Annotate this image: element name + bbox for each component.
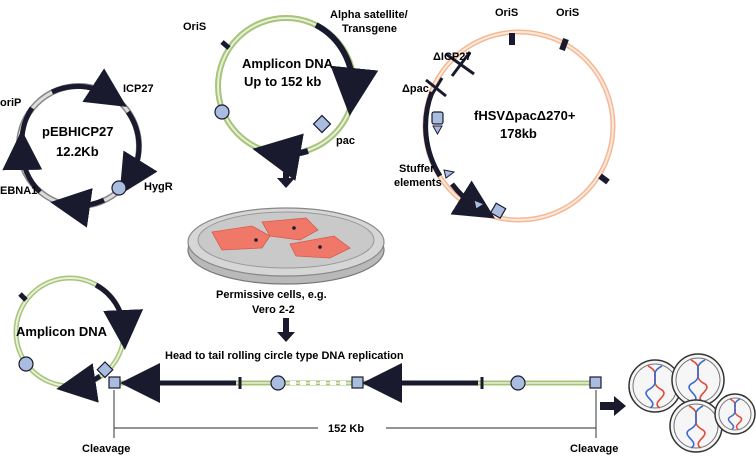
pebhicp27-plasmid: pEBHICP27 12.2Kb ICP27 oriP HygR EBNA1 [0,68,173,228]
transgene-arc [314,22,379,116]
cells-label-line1: Permissive cells, e.g. [216,289,327,301]
helper-pac-marker [489,202,507,220]
dpac-label: Δpac [402,83,429,95]
amplicon-title: Amplicon DNA [242,56,334,71]
stuffer-label-line1: Stuffer [399,163,435,175]
hygr-promoter-marker [111,180,127,196]
helper-promoter-marker [431,111,444,125]
helper-promoter-tip [432,125,443,136]
replication-circle: Amplicon DNA [13,275,144,403]
cell-2-nucleus [292,226,296,230]
down-arrow-to-replication [277,318,295,342]
virion-particles [628,353,756,453]
cell-2 [261,217,319,241]
helper-oris-2-marker [559,37,569,52]
arrow-to-virions [600,396,626,416]
transgene-label-line1: Alpha satellite/ [330,9,408,21]
replication-promoter-marker [18,356,34,372]
down-arrow-to-cells [277,163,295,188]
cell-1-nucleus [254,238,258,242]
amplicon-plasmid: OriS Alpha satellite/ Transgene Amplicon… [183,9,408,181]
amplicon-lower-arc [252,133,309,181]
orip-arc [19,106,35,139]
helper-name: fHSVΔpacΔ270+ [474,108,576,123]
concatemer [108,363,602,403]
length-bracket: 152 Kb Cleavage Cleavage [82,390,618,455]
icp27-label: ICP27 [123,83,154,95]
replication-circle-label: Amplicon DNA [16,324,108,339]
cleavage-site-right [589,376,602,389]
cell-1 [211,225,271,251]
helper-oris-1-label: OriS [495,7,518,19]
amplicon-pac-marker [312,114,332,134]
cleavage-right-label: Cleavage [570,443,618,455]
pebhicp27-name: pEBHICP27 [42,124,114,139]
virion-2 [671,353,725,407]
hygr-gene-arc [119,110,158,196]
transgene-label-line2: Transgene [342,23,397,35]
ebna1-gene-arc [2,130,43,194]
ebna1-label: EBNA1 [0,185,37,197]
helper-left-arc [423,91,443,178]
amplicon-promoter-marker [214,104,230,120]
cells-label-line2: Vero 2-2 [252,304,295,316]
replication-circle-lower-arc [56,363,102,403]
hygr-lower-arc [50,188,106,228]
concatemer-promoter-1 [270,375,286,391]
replication-title: Head to tail rolling circle type DNA rep… [165,350,404,362]
virion-4 [714,393,756,435]
pebhicp27-size: 12.2Kb [56,144,99,159]
stuffer-label-line2: elements [394,177,442,189]
virion-3 [669,399,723,453]
stuffer-marker-1 [443,169,456,179]
dicp27-cross-b [450,51,472,77]
amplicon-pac-label: pac [336,135,355,147]
cell-3-nucleus [318,245,322,249]
petri-dish [187,207,385,285]
replication-circle-arc [94,282,144,350]
replication-pac-marker [96,361,114,379]
length-label: 152 Kb [328,423,364,435]
orip-label: oriP [0,97,21,109]
icp27-gene-arc [50,68,127,107]
cleavage-left-label: Cleavage [82,443,130,455]
amplicon-size: Up to 152 kb [244,74,321,89]
hygr-label: HygR [144,181,173,193]
stuffer-marker-2 [473,199,486,210]
helper-plasmid: OriS OriS ΔICP27 Δpac fHSVΔpacΔ270+ 178k… [394,7,616,223]
helper-oris-2-label: OriS [556,7,579,19]
amplicon-oris-marker [220,40,231,50]
concatemer-promoter-2 [510,375,526,391]
dpac-cross-b [428,77,444,99]
amplicon-oris-label: OriS [183,21,206,33]
replication-oris-marker [18,292,28,302]
pac-site-middle [351,376,364,389]
cleavage-site-left [108,376,121,389]
dicp27-label: ΔICP27 [433,51,471,63]
helper-size: 178kb [500,126,537,141]
helper-right-marker [598,173,610,185]
